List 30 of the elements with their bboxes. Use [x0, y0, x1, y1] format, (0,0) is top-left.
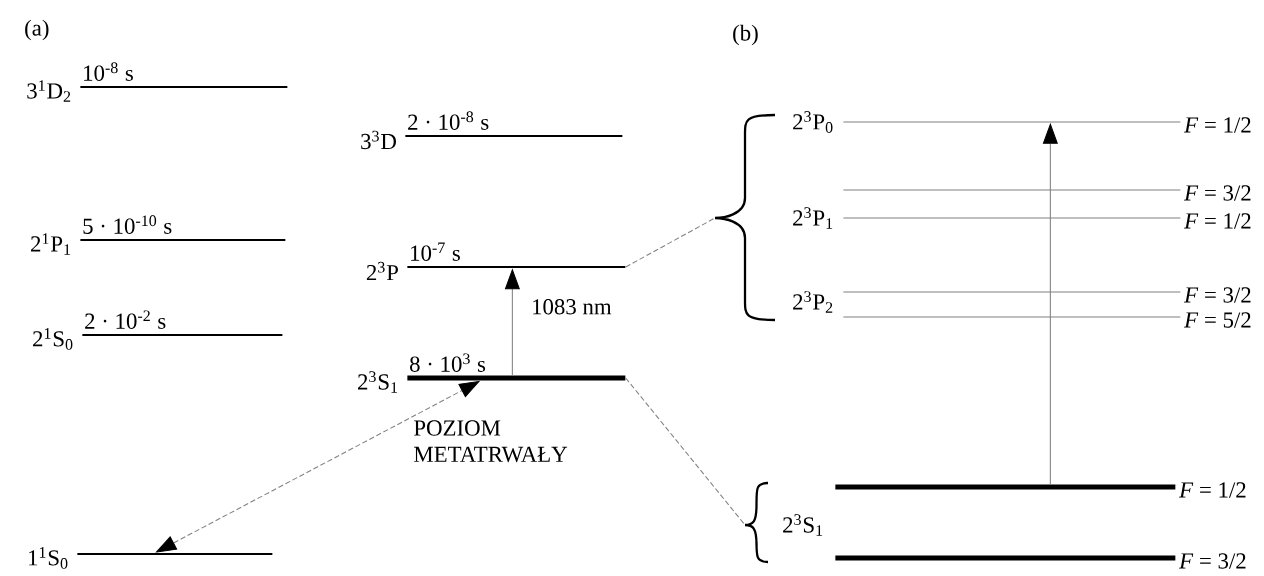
- term-label: 2$^{3}$P$_{1}$: [793, 207, 833, 229]
- term-label: 3$^{3}$D: [361, 130, 396, 150]
- term-label: 2$^{3}$P$_{2}$: [793, 291, 833, 313]
- lifetime-label: 8 · 10$^{3}$ s: [410, 353, 486, 372]
- lifetime-label: 10$^{-7}$ s: [411, 242, 460, 261]
- term-label: 2$^{3}$S$_{1}$: [783, 514, 823, 536]
- lifetime-label: 5 · 10$^{-10}$ s: [83, 215, 172, 234]
- quantum-number-label: F = 1/2: [1184, 213, 1251, 229]
- term-label: 2$^{3}$P$_{0}$: [793, 111, 833, 133]
- lifetime-label: 2 · 10$^{-8}$ s: [408, 111, 489, 130]
- term-label: 3$^{1}$D$_{2}$: [27, 80, 71, 102]
- panel-label: (a): [25, 19, 49, 41]
- quantum-number-label: F = 1/2: [1184, 117, 1251, 133]
- term-label: 2$^{3}$S$_{1}$: [358, 371, 398, 393]
- lifetime-label: 10$^{-8}$ s: [84, 62, 133, 81]
- quantum-number-label: F = 5/2: [1184, 312, 1251, 328]
- edge-label: 1083 nm: [533, 299, 612, 315]
- quantum-number-label: F = 1/2: [1179, 482, 1246, 498]
- panel-label: (b): [733, 24, 758, 46]
- note-text: POZIOM METATRWAŁY: [414, 420, 568, 463]
- quantum-number-label: F = 3/2: [1179, 553, 1246, 569]
- quantum-number-label: F = 3/2: [1184, 185, 1251, 201]
- lifetime-label: 2 · 10$^{-2}$ s: [85, 310, 166, 329]
- curly-brace: [713, 113, 775, 322]
- term-label: 1$^{1}$S$_{0}$: [29, 547, 68, 569]
- curly-brace: [743, 481, 769, 564]
- quantum-number-label: F = 3/2: [1184, 287, 1251, 303]
- term-label: 2$^{3}$P: [366, 261, 398, 281]
- term-label: 2$^{1}$P$_{1}$: [31, 233, 71, 255]
- term-label: 2$^{1}$S$_{0}$: [33, 328, 73, 350]
